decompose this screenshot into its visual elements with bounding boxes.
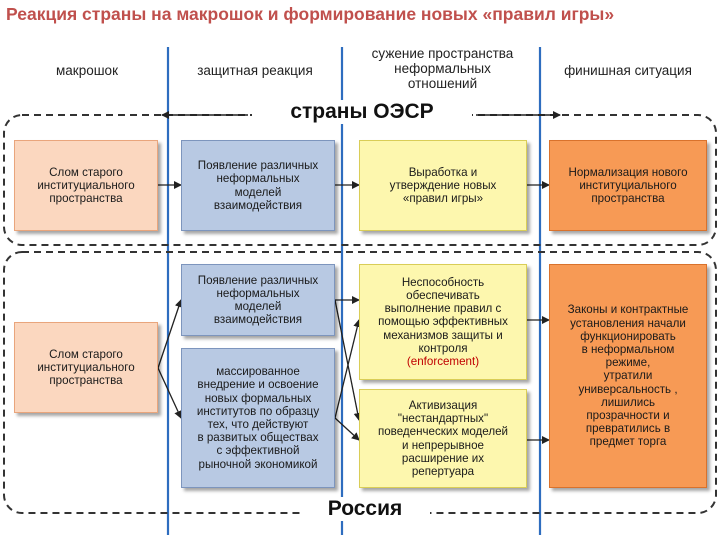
box-line: тех, что действуют: [207, 418, 309, 431]
box-line: лишились: [600, 395, 656, 409]
box-line: установления начали: [570, 316, 686, 330]
box-line: Слом старого: [49, 347, 123, 361]
box-line: рыночной экономикой: [198, 457, 318, 471]
box-line: пространства: [591, 192, 665, 206]
box-line: универсальность ,: [578, 382, 678, 396]
box-line: пространства: [49, 374, 123, 388]
box-line: институциального: [579, 178, 677, 192]
box-line: институциального: [37, 360, 135, 374]
box-line: функционировать: [580, 329, 676, 343]
russia-arrow-1b: [157, 367, 182, 419]
column-header-narrowing-line: неформальных: [394, 61, 491, 76]
column-header-narrowing: сужение пространства неформальных отноше…: [350, 46, 535, 91]
box-line: расширение их: [401, 451, 485, 465]
russia-box-informal-models: Появление различных неформальных моделей…: [181, 264, 335, 336]
oecd-label: страны ОЭСР: [252, 100, 472, 124]
oecd-box-new-rules: Выработка и утверждение новых «правил иг…: [359, 140, 527, 231]
box-line: механизмов защиты и: [383, 328, 503, 342]
box-line: Неспособность: [401, 275, 485, 289]
box-line: моделей: [234, 185, 282, 199]
column-header-macroshock: макрошок: [56, 63, 118, 78]
page-title: Реакция страны на макрошок и формировани…: [6, 4, 615, 24]
box-line: институциального: [37, 178, 135, 192]
column-dividers: [166, 47, 542, 535]
box-line: взаимодействия: [213, 313, 303, 327]
box-line: поведенческих моделей: [377, 425, 509, 439]
russia-region: [3, 251, 717, 514]
russia-arrow-1a: [157, 299, 183, 369]
oecd-box-informal-models: Появление различных неформальных моделей…: [181, 140, 335, 231]
box-line: с эффективной: [216, 444, 300, 458]
russia-box-formal-institutions: массированное внедрение и освоение новых…: [181, 348, 335, 488]
enforcement-note: (enforcement): [406, 355, 480, 368]
column-header-final: финишная ситуация: [564, 63, 692, 78]
box-line: неформальных: [216, 286, 300, 300]
box-line: в развитых обществах: [197, 431, 319, 445]
column-header-defense: защитная реакция: [197, 63, 313, 78]
box-line: в неформальном: [581, 342, 675, 356]
box-line: Выработка и: [408, 165, 478, 179]
russia-box-collapse: Слом старого институциального пространст…: [14, 322, 158, 413]
box-line: контроля: [418, 341, 468, 355]
box-line: «правил игры»: [402, 192, 484, 206]
box-line: пространства: [49, 192, 123, 206]
russia-box-laws-informal: Законы и контрактные установления начали…: [549, 264, 707, 488]
box-line: Появление различных: [197, 159, 319, 173]
box-line: массированное: [216, 365, 300, 379]
box-line: обеспечивать: [406, 288, 480, 302]
box-line: и непрерывное: [402, 438, 484, 452]
box-line: внедрение и освоение: [197, 378, 319, 392]
box-line: взаимодействия: [213, 198, 303, 212]
box-line: Появление различных: [197, 273, 319, 287]
column-header-narrowing-line: сужение пространства: [371, 46, 514, 61]
russia-box-nonstandard-models: Активизация "нестандартных" поведенчески…: [359, 389, 527, 488]
russia-arrow-2b: [334, 299, 362, 421]
box-line: режиме,: [605, 356, 651, 370]
box-line: утратили: [603, 369, 653, 383]
box-line: Нормализация нового: [568, 165, 688, 179]
russia-label: Россия: [300, 497, 430, 521]
box-line: "нестандартных": [397, 412, 489, 426]
box-line: моделей: [234, 300, 282, 313]
oecd-box-collapse: Слом старого институциального пространст…: [14, 140, 158, 231]
box-line: новых формальных: [204, 391, 312, 405]
box-line: репертуара: [411, 464, 475, 478]
box-line: выполнение правил с: [384, 302, 502, 316]
box-line: утверждение новых: [389, 178, 497, 192]
russia-box-enforcement-failure: Неспособность обеспечивать выполнение пр…: [359, 264, 527, 380]
box-line: помощью эффективных: [378, 315, 508, 329]
box-line: институтов по образцу: [196, 404, 320, 418]
russia-arrow-2d: [334, 417, 360, 441]
column-header-narrowing-line: отношений: [407, 76, 478, 91]
box-line: превратились в: [585, 422, 671, 436]
box-line: неформальных: [216, 172, 300, 186]
box-line: Слом старого: [49, 165, 123, 179]
box-line: прозрачности и: [586, 409, 670, 422]
oecd-box-normalization: Нормализация нового институциального про…: [549, 140, 707, 231]
russia-arrow-2c: [334, 319, 362, 419]
box-line: Активизация: [408, 398, 478, 412]
box-line: Законы и контрактные: [567, 303, 689, 317]
box-line: предмет торга: [589, 435, 667, 449]
